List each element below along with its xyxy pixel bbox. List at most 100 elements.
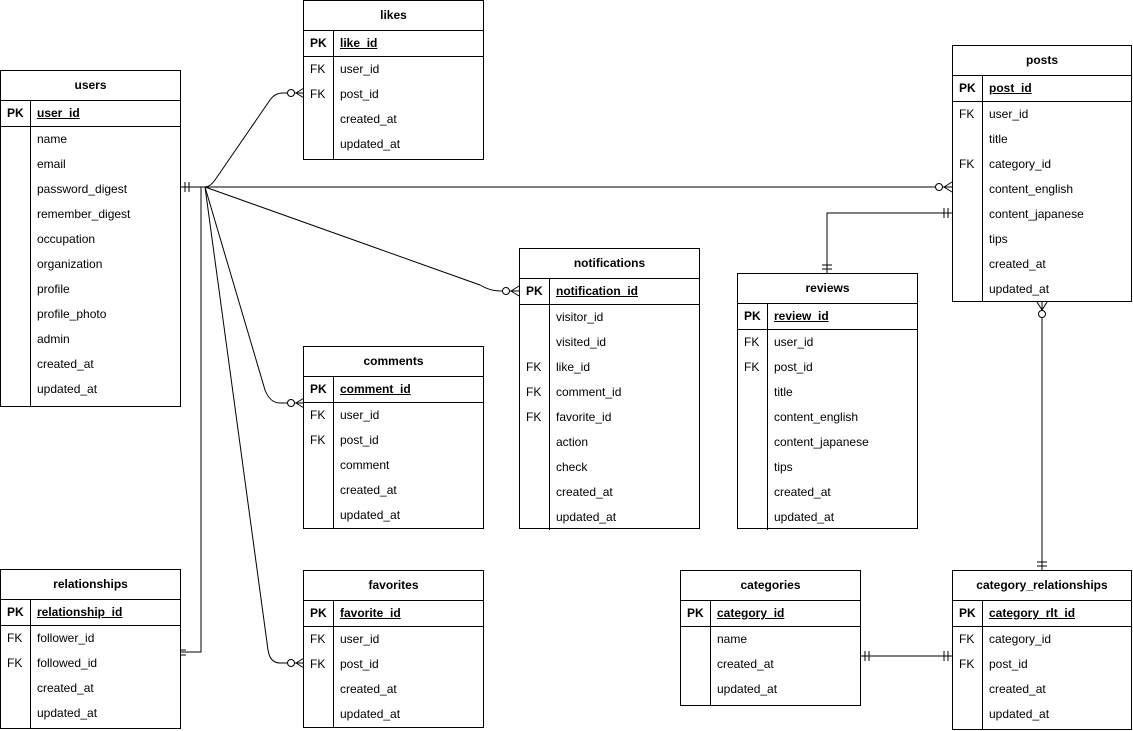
key-label: FK <box>953 652 983 677</box>
key-label: FK <box>738 330 768 355</box>
field-name: category_id <box>717 606 785 620</box>
field-name: visited_id <box>556 335 607 349</box>
key-label: PK <box>304 31 334 56</box>
field-name: followed_id <box>37 656 98 670</box>
key-label <box>1 377 31 402</box>
key-column-filler <box>953 727 983 729</box>
key-label: FK <box>520 380 550 405</box>
field-name: name <box>717 632 748 646</box>
field-name: created_at <box>340 682 397 696</box>
field-name: tips <box>774 460 793 474</box>
key-label <box>304 453 334 478</box>
field-name: post_id <box>340 87 379 101</box>
field-name: comment <box>340 458 390 472</box>
field-name: comment_id <box>556 385 622 399</box>
key-label: PK <box>953 601 983 626</box>
key-label: PK <box>1 600 31 625</box>
field-name: notification_id <box>556 284 638 298</box>
field-row: password_digest <box>1 177 180 202</box>
key-label <box>953 252 983 277</box>
field-row: created_at <box>953 252 1131 277</box>
key-label <box>1 177 31 202</box>
field-row: action <box>520 430 699 455</box>
key-label <box>520 455 550 480</box>
key-label: FK <box>304 652 334 677</box>
field-row: admin <box>1 327 180 352</box>
key-label <box>1 352 31 377</box>
key-label: PK <box>520 279 550 304</box>
field-row: name <box>1 127 180 152</box>
field-name: content_english <box>989 182 1074 196</box>
field-row: updated_at <box>520 505 699 530</box>
key-label <box>1 152 31 177</box>
key-label: PK <box>738 304 768 329</box>
key-label: FK <box>304 627 334 652</box>
field-filler <box>681 702 860 705</box>
edge-users-relationships <box>181 186 205 653</box>
field-name: favorite_id <box>340 606 401 620</box>
field-name: user_id <box>340 62 380 76</box>
entity-title: categories <box>681 571 860 601</box>
field-name: profile <box>37 282 70 296</box>
field-name: comment_id <box>340 382 411 396</box>
field-name: profile_photo <box>37 307 107 321</box>
key-label <box>953 202 983 227</box>
field-name: tips <box>989 232 1008 246</box>
field-name: updated_at <box>717 682 778 696</box>
key-label <box>1 127 31 152</box>
field-name: review_id <box>774 309 829 323</box>
field-row: updated_at <box>1 701 180 726</box>
field-filler <box>304 157 483 159</box>
field-row: updated_at <box>304 702 483 727</box>
key-label <box>953 702 983 727</box>
edge-users-favorites <box>204 186 304 664</box>
field-row: created_at <box>520 480 699 505</box>
field-row: email <box>1 152 180 177</box>
field-name: created_at <box>989 257 1046 271</box>
field-name: category_id <box>989 632 1052 646</box>
field-row: created_at <box>738 480 917 505</box>
field-name: created_at <box>340 483 397 497</box>
entity-title: notifications <box>520 249 699 279</box>
key-label: FK <box>953 102 983 127</box>
field-row: updated_at <box>953 277 1131 302</box>
key-label <box>681 627 711 652</box>
field-name: post_id <box>340 433 379 447</box>
field-name: created_at <box>774 485 831 499</box>
field-name: email <box>37 157 66 171</box>
field-name: title <box>989 132 1008 146</box>
field-row: tips <box>738 455 917 480</box>
field-name: post_id <box>989 657 1028 671</box>
field-name: occupation <box>37 232 96 246</box>
field-row: visitor_id <box>520 305 699 330</box>
field-row: updated_at <box>1 377 180 402</box>
key-label <box>953 677 983 702</box>
field-name: updated_at <box>340 508 401 522</box>
field-name: organization <box>37 257 103 271</box>
key-label <box>953 277 983 302</box>
field-name: title <box>774 385 793 399</box>
key-label <box>304 702 334 727</box>
